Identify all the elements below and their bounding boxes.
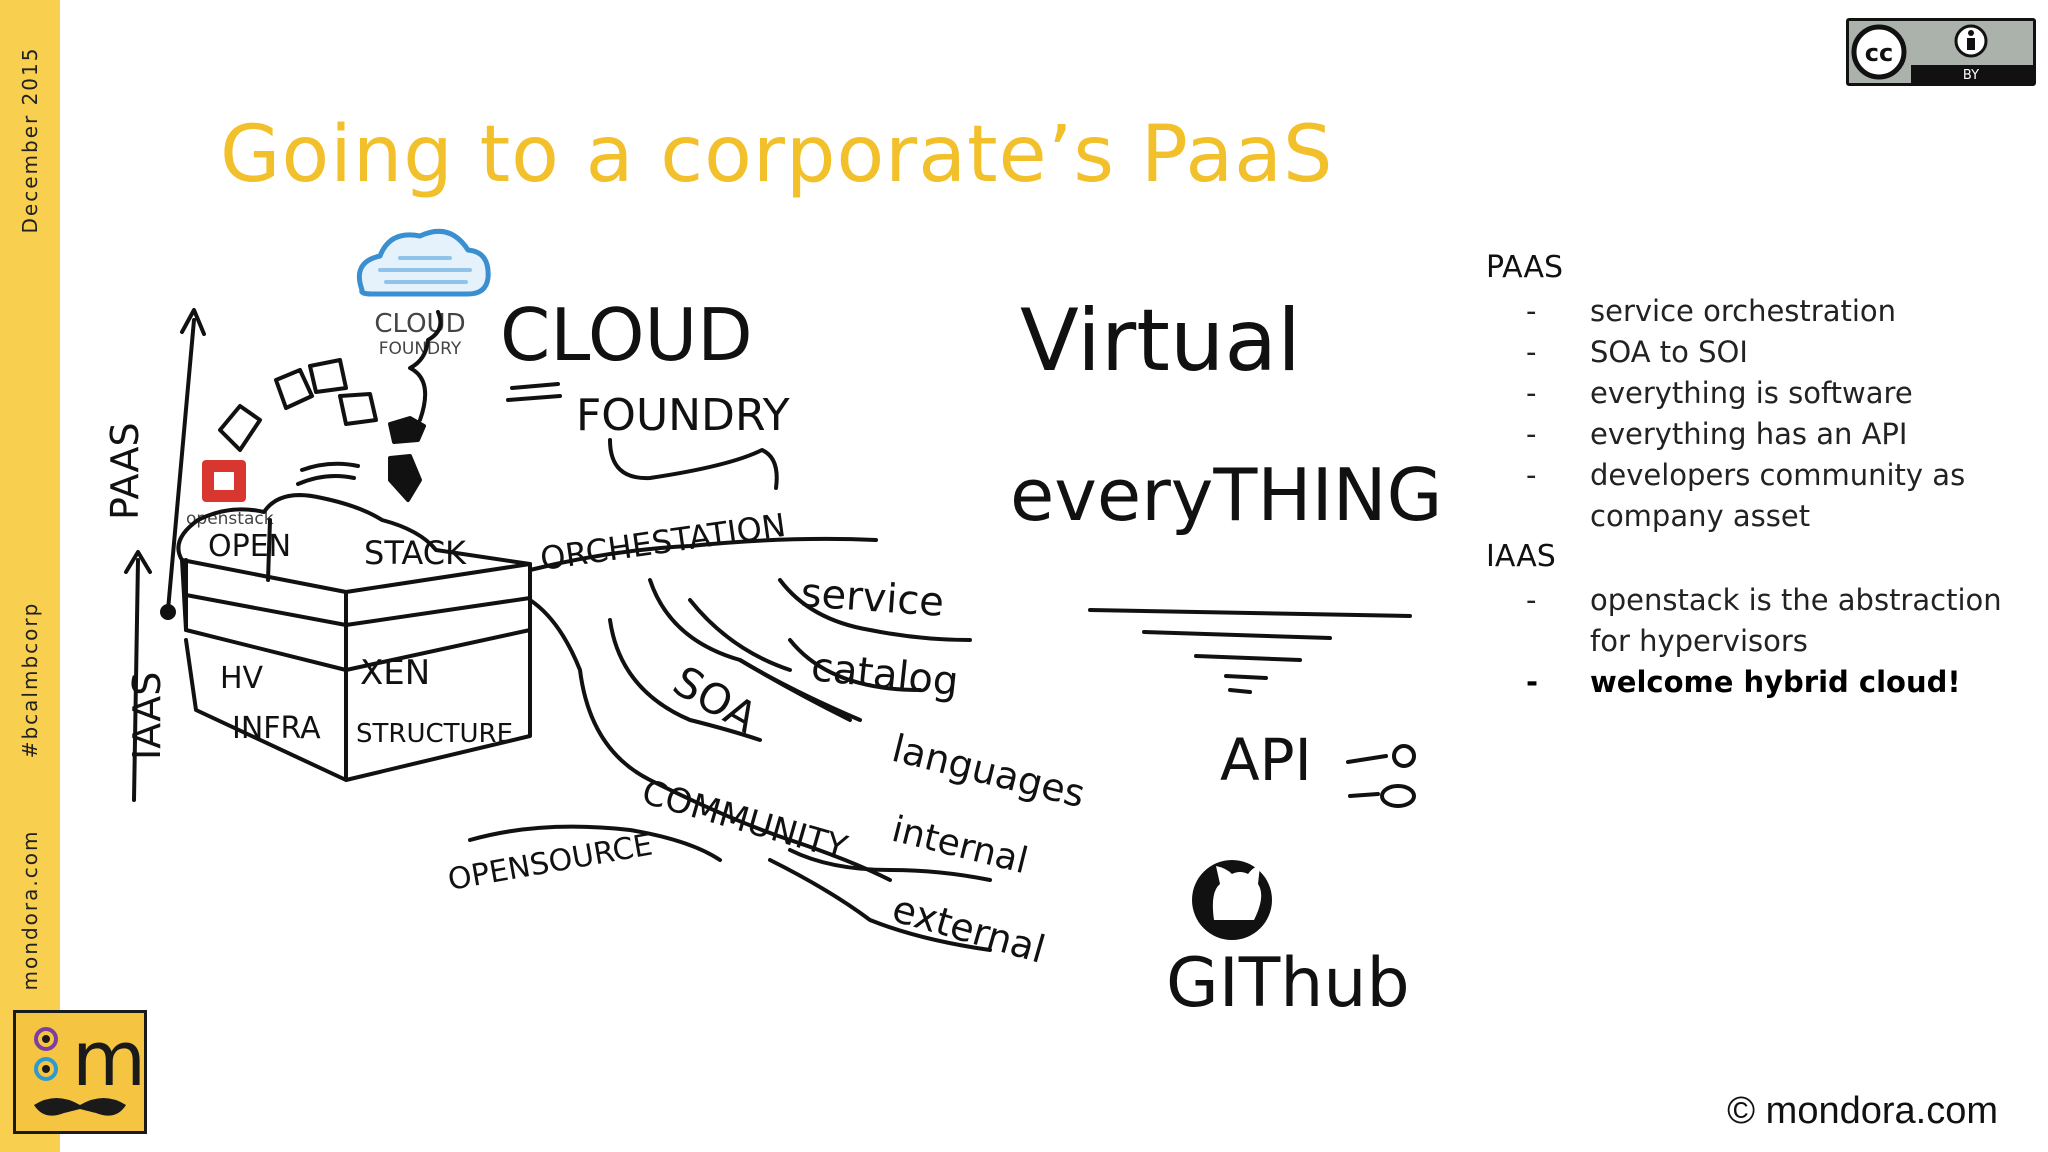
- sidebar: December 2015 #bcalmbcorp mondora.com: [0, 0, 60, 1152]
- paas-item: -everything is software: [1526, 376, 1913, 410]
- cc-by-license-badge: cc BY: [1846, 18, 2036, 86]
- axis-iaas-label: IAAS: [125, 672, 169, 760]
- sketch-github: GIThub: [1166, 944, 1410, 1023]
- cc-text: cc: [1865, 39, 1893, 67]
- iaas-item: -openstack is the abstraction for hyperv…: [1526, 583, 2002, 658]
- sidebar-site: mondora.com: [18, 829, 42, 991]
- cf-logo-line2: FOUNDRY: [379, 339, 462, 359]
- sidebar-hashtag: #bcalmbcorp: [18, 601, 42, 759]
- sketch-api: API: [1220, 726, 1312, 794]
- sidebar-date: December 2015: [18, 46, 42, 234]
- sketch-soa: SOA: [665, 656, 766, 742]
- stack-xen: XEN: [360, 653, 430, 693]
- slide-title: Going to a corporate’s PaaS: [220, 110, 1334, 200]
- mondora-logo: m: [13, 1010, 147, 1134]
- sketch-catalog: catalog: [809, 644, 961, 705]
- sketch-languages: languages: [888, 726, 1090, 816]
- sketch-orchestration: ORCHESTATION: [538, 506, 788, 578]
- sketch-external: external: [888, 886, 1050, 971]
- iaas-item-emphasis: -welcome hybrid cloud!: [1526, 665, 1961, 699]
- axis-paas-label: PAAS: [103, 422, 147, 520]
- paas-item: -everything has an API: [1526, 417, 1908, 451]
- sketch-cloud: CLOUD: [500, 293, 753, 377]
- cc-by-label: BY: [1963, 68, 1979, 83]
- mondora-logo-icon: m: [34, 1014, 146, 1116]
- bullet-list: PAAS -service orchestration -SOA to SOI …: [1486, 250, 2046, 703]
- stack-structure: STRUCTURE: [356, 719, 513, 749]
- paas-item: -developers community as company asset: [1526, 458, 1966, 533]
- stack-hv: HV: [220, 661, 264, 696]
- paas-item: -service orchestration: [1526, 294, 1897, 328]
- stack-open: OPEN: [208, 529, 291, 564]
- sketch-service: service: [799, 570, 945, 626]
- github-icon: [1192, 860, 1272, 940]
- cloud-foundry-logo: CLOUD FOUNDRY: [356, 228, 491, 359]
- paas-item: -SOA to SOI: [1526, 335, 1748, 369]
- cf-logo-line1: CLOUD: [374, 309, 465, 339]
- sketch-foundry: FOUNDRY: [576, 390, 790, 441]
- sketch-virtual: Virtual: [1020, 291, 1301, 391]
- paas-sketch-illustration: CLOUD FOUNDRY openstack IAAS PAAS OPEN S…: [103, 228, 1442, 1023]
- copyright-footer: © mondora.com: [1727, 1090, 1998, 1132]
- logo-letter: m: [72, 1014, 144, 1103]
- sketch-community: COMMUNITY: [638, 772, 852, 869]
- stack-stack: STACK: [364, 534, 467, 572]
- sketch-everything: everyTHING: [1010, 453, 1442, 537]
- paas-heading: PAAS: [1486, 250, 1564, 285]
- cc-icon: [1851, 24, 1907, 80]
- iaas-heading: IAAS: [1486, 539, 1556, 574]
- stack-infra: INFRA: [232, 711, 321, 746]
